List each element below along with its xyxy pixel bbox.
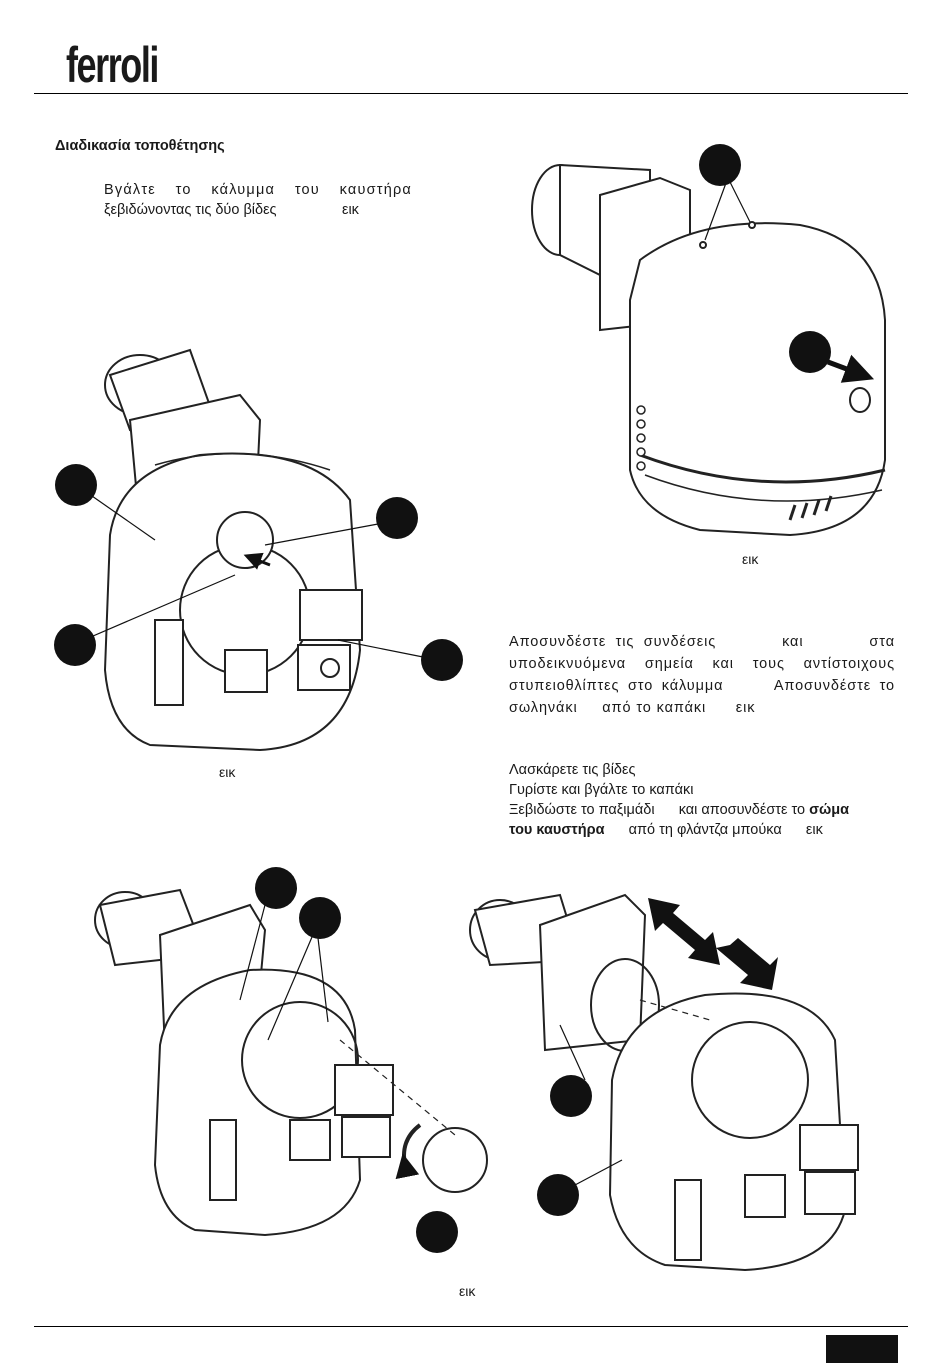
valve-block (297, 644, 351, 691)
footer-rule (34, 1326, 908, 1327)
step1-fig-ref: εικ (342, 202, 359, 218)
caption-fig-top-right: εικ (742, 551, 759, 567)
caption-fig-bottom: εικ (459, 1283, 476, 1299)
slide-arrow (648, 898, 778, 990)
cover-port (849, 387, 871, 413)
motor-pump (224, 649, 268, 693)
step2-line4: σωληνάκι από το καπάκι εικ (509, 700, 756, 716)
step2-paragraph: Αποσυνδέστε τις συνδέσεις και στα υποδει… (509, 631, 895, 719)
cover-screw-b (748, 221, 756, 229)
housing-2 (153, 968, 362, 1237)
step2-line1: Αποσυνδέστε τις συνδέσεις και στα (509, 634, 895, 650)
terminal-block (154, 619, 184, 706)
step3-paragraph: Λασκάρετε τις βίδες Γυρίστε και βγάλτε τ… (509, 760, 895, 840)
step3-line4-text: από τη φλάντζα μπούκα εικ (604, 822, 823, 838)
figure-body-separation (469, 893, 859, 1272)
figure-burner-open (103, 348, 363, 752)
callout-badge-tube (376, 497, 418, 539)
callout-badge-connection-2 (54, 624, 96, 666)
solenoid-2 (334, 1064, 394, 1116)
remove-arrow (827, 354, 875, 383)
cover-screw-a (699, 241, 707, 249)
cap-disc (216, 511, 274, 569)
callout-badge-cap (416, 1211, 458, 1253)
solenoid (299, 589, 363, 641)
solenoid-3 (799, 1124, 859, 1171)
step3-line2: Γυρίστε και βγάλτε το καπάκι (509, 782, 694, 798)
cover-band (639, 453, 886, 484)
cover-glands (636, 405, 646, 471)
step3-line1: Λασκάρετε τις βίδες (509, 762, 636, 778)
step3-line4: του καυστήρα από τη φλάντζα μπούκα εικ (509, 820, 895, 840)
flange-3 (538, 893, 647, 1052)
step2-line2: υποδεικνυόμενα σημεία και τους αντίστοιχ… (509, 656, 895, 672)
caption-fig-middle-left: εικ (219, 764, 236, 780)
step1-line1: Βγάλτε το κάλυμμα του καυστήρα (104, 182, 412, 198)
callout-badge-cover (789, 331, 831, 373)
figure-cap-removal (94, 888, 488, 1237)
callout-badge-nut (255, 867, 297, 909)
step3-line3-bold: σώμα (809, 802, 850, 818)
callout-badge-flange (550, 1075, 592, 1117)
step1-line2: ξεβιδώνοντας τις δύο βίδες (104, 202, 277, 218)
step2-line3: στυπειοθλίπτες στο κάλυμμα Αποσυνδέστε τ… (509, 678, 895, 694)
callout-badge-connection-1 (55, 464, 97, 506)
removed-cap (422, 1127, 488, 1193)
callout-badge-solenoid (421, 639, 463, 681)
callout-badge-body (537, 1174, 579, 1216)
step3-line3-text: Ξεβιδώστε το παξιμάδι και αποσυνδέστε το (509, 802, 810, 818)
step3-line3: Ξεβιδώστε το παξιμάδι και αποσυνδέστε το… (509, 800, 895, 820)
step3-line4-bold: του καυστήρα (509, 822, 605, 838)
header-rule (34, 93, 908, 94)
figure-burner-cover (531, 163, 886, 537)
brand-logo: ferroli (66, 37, 159, 93)
section-title: Διαδικασία τοποθέτησης (55, 138, 225, 154)
callout-badge-screws-2 (299, 897, 341, 939)
cover-vents (788, 495, 833, 521)
callout-badge-screws (699, 144, 741, 186)
page-number-box (826, 1335, 898, 1363)
rotate-arrow (395, 1123, 422, 1180)
burner-cover (629, 222, 886, 537)
